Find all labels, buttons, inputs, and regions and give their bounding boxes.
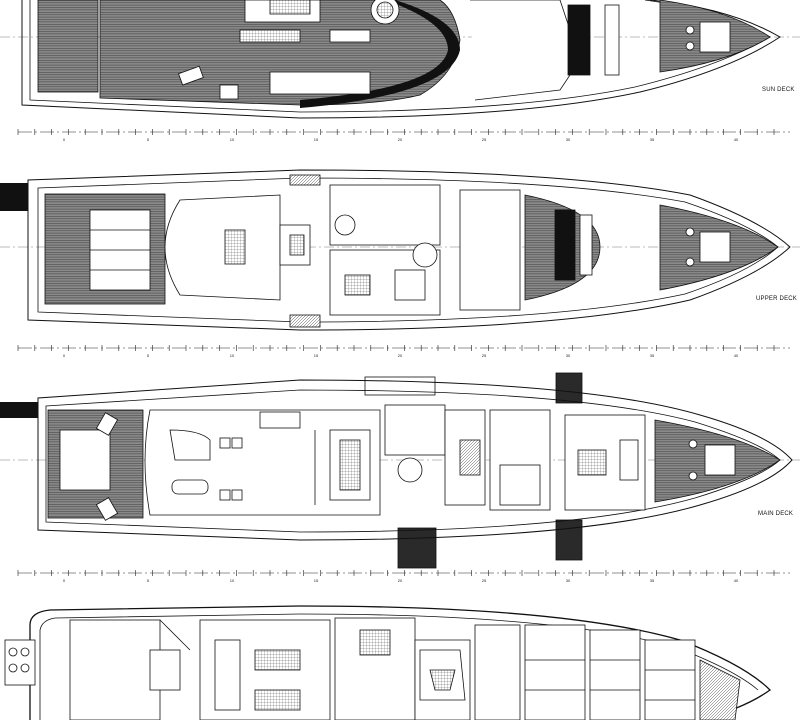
scale-tick-label: 0 bbox=[63, 353, 66, 358]
scale-tick-label: 35 bbox=[650, 353, 655, 358]
scale-tick-label: 5 bbox=[147, 578, 150, 583]
scale-tick-label: 0 bbox=[63, 578, 66, 583]
deck-label-sun: SUN DECK bbox=[762, 87, 795, 93]
scale-tick-label: 15 bbox=[314, 578, 319, 583]
scale-tick-label: 30 bbox=[566, 137, 571, 142]
deck-label-main: MAIN DECK bbox=[758, 511, 794, 517]
scale-tick-label: 35 bbox=[650, 137, 655, 142]
scale-bars: 0 5 10 15 20 25 30 35 40 0 5 10 15 20 25 30 35 40 0 5 10 15 20… bbox=[17, 129, 790, 583]
sun-deck-plan bbox=[0, 0, 800, 119]
scale-tick-label: 10 bbox=[230, 137, 235, 142]
scale-tick-label: 40 bbox=[734, 137, 739, 142]
scale-tick-label: 0 bbox=[63, 137, 66, 142]
scale-tick-label: 15 bbox=[314, 137, 319, 142]
lower-deck-plan bbox=[4, 605, 772, 720]
scale-tick-label: 15 bbox=[314, 353, 319, 358]
scale-tick-label: 10 bbox=[230, 353, 235, 358]
scale-tick-label: 30 bbox=[566, 353, 571, 358]
scale-tick-label: 25 bbox=[482, 578, 487, 583]
scale-tick-label: 40 bbox=[734, 353, 739, 358]
scale-tick-label: 20 bbox=[398, 353, 403, 358]
scale-tick-label: 35 bbox=[650, 578, 655, 583]
upper-deck-plan bbox=[0, 169, 800, 331]
scale-tick-label: 20 bbox=[398, 137, 403, 142]
deck-label-upper: UPPER DECK bbox=[756, 296, 798, 302]
scale-tick-label: 25 bbox=[482, 137, 487, 142]
scale-tick-label: 5 bbox=[147, 353, 150, 358]
scale-tick-label: 10 bbox=[230, 578, 235, 583]
scale-tick-label: 5 bbox=[147, 137, 150, 142]
scale-tick-label: 40 bbox=[734, 578, 739, 583]
scale-tick-label: 20 bbox=[398, 578, 403, 583]
scale-tick-label: 30 bbox=[566, 578, 571, 583]
main-deck-plan bbox=[0, 372, 800, 569]
scale-tick-label: 25 bbox=[482, 353, 487, 358]
